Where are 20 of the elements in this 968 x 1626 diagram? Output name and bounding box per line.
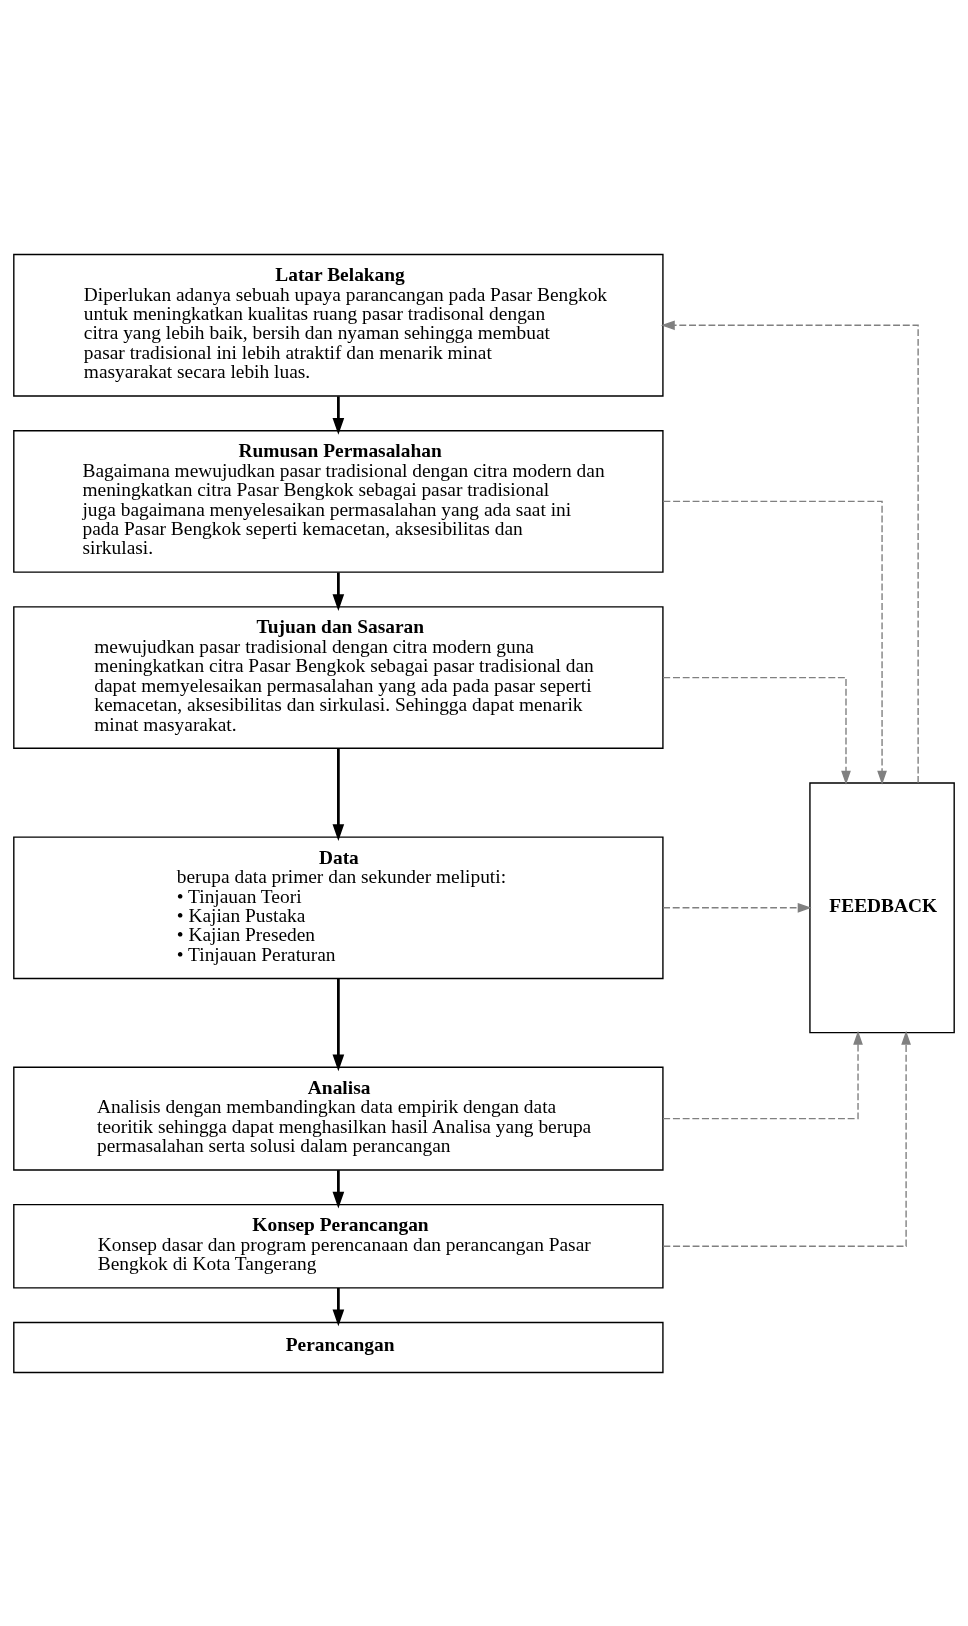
arrow	[662, 1030, 863, 1119]
node-box: Tujuan dan Sasaran mewujudkan pasar tradisional dengan citra modern guna meningkatkan citra Pasar Bengkok sebagai pasar tradisional dan dapat memyelesaikan permasalahan yang ada pada pasar seperti kemacetan, aksesibilitas dan sirkulasi. Sehingga dapat menarik minat masyarakat.	[13, 605, 664, 749]
node-box: Perancangan	[13, 1321, 664, 1373]
arrow	[662, 1030, 911, 1247]
arrow	[332, 978, 345, 1071]
arrow	[332, 1169, 345, 1208]
arrow	[332, 395, 345, 435]
arrow	[660, 319, 919, 784]
arrow	[332, 748, 345, 841]
arrow	[662, 676, 851, 785]
arrow	[662, 902, 812, 913]
arrow	[662, 500, 887, 785]
node-box: Data berupa data primer dan sekunder meliputi: • Tinjauan Teori • Kajian Pustaka • Kajian Preseden • Tinjauan Peraturan	[13, 835, 664, 979]
node-box: FEEDBACK	[809, 781, 955, 1033]
arrow	[332, 572, 345, 611]
node-box: Rumusan Permasalahan Bagaimana mewujudkan pasar tradisional dengan citra modern dan meningkatkan citra Pasar Bengkok sebagai pasar tradisional juga bagaimana menyelesaikan permasalahan yang ada saat ini pada Pasar Bengkok seperti kemacetan, aksesibilitas dan sirkulasi.	[13, 429, 664, 573]
node-box: Konsep Perancangan Konsep dasar dan program perencanaan dan perancangan Pasar Bengkok di Kota Tangerang	[13, 1203, 664, 1289]
node-box: Latar Belakang Diperlukan adanya sebuah upaya parancangan pada Pasar Bengkok untuk meningkatkan kualitas ruang pasar tradisonal dengan citra yang lebih baik, bersih dan nyaman sehingga membuat pasar tradisional ini lebih atraktif dan menarik minat masyarakat secara lebih luas.	[13, 253, 664, 397]
arrow	[332, 1287, 345, 1326]
node-box: Analisa Analisis dengan membandingkan data empirik dengan data teoritik sehingga dapat menghasilkan hasil Analisa yang berupa permasalahan serta solusi dalam perancangan	[13, 1066, 664, 1171]
